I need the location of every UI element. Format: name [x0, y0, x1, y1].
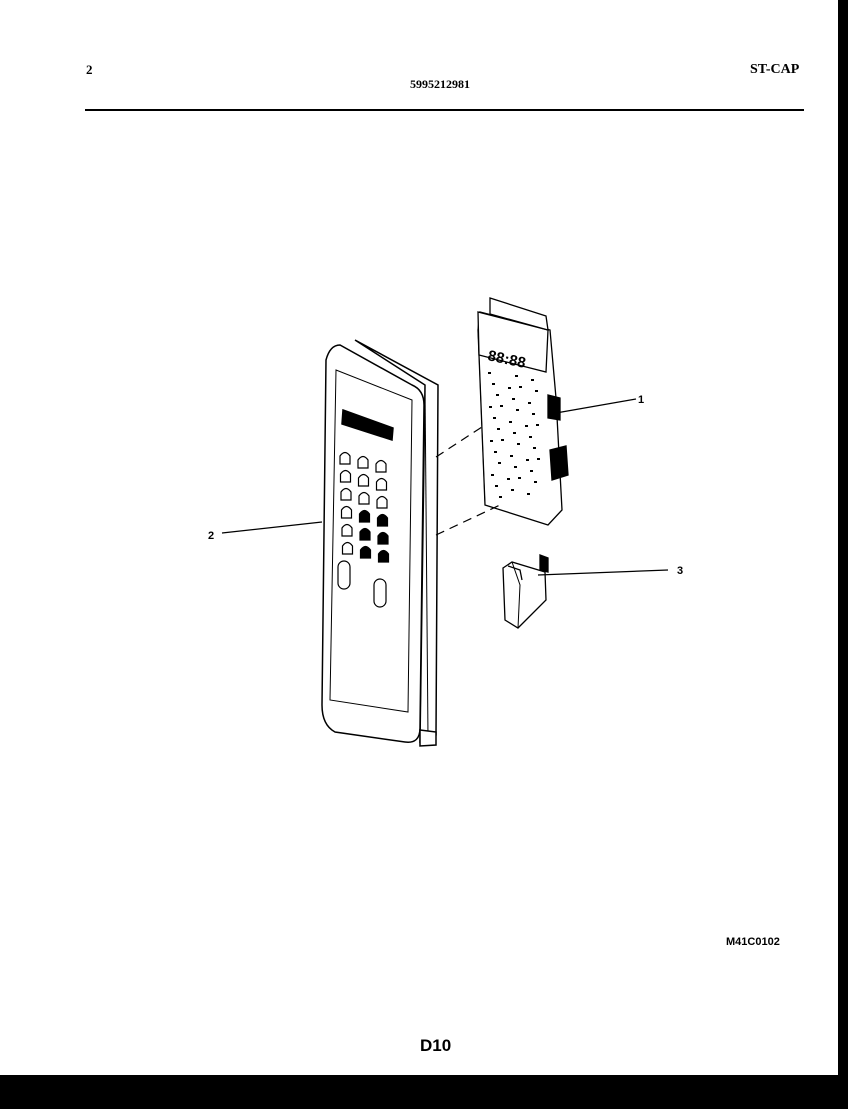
board-component	[498, 462, 501, 464]
board-component	[532, 413, 535, 415]
board-component	[515, 375, 518, 377]
keypad-button	[376, 495, 388, 509]
board-component	[514, 466, 517, 468]
callout-3-label: 3	[677, 565, 683, 577]
keypad-button	[375, 459, 387, 473]
board-component	[491, 474, 494, 476]
keypad-button	[340, 487, 352, 501]
circuit-board	[477, 297, 569, 526]
bracket	[502, 554, 549, 629]
board-component	[501, 439, 504, 441]
keypad-button	[358, 491, 370, 505]
board-component	[526, 459, 529, 461]
callout-leader-1	[555, 398, 637, 414]
alignment-lines	[435, 424, 501, 536]
page-code: D10	[420, 1036, 452, 1055]
board-component	[492, 383, 495, 385]
keypad-button	[357, 455, 369, 469]
header-rule	[85, 109, 804, 111]
scan-edge-right	[838, 0, 848, 1075]
board-component	[525, 425, 528, 427]
board-component	[529, 436, 532, 438]
board-component	[528, 402, 531, 404]
board-component	[536, 424, 539, 426]
board-component	[490, 440, 493, 442]
board-component	[499, 496, 502, 498]
control-panel	[321, 339, 439, 747]
keypad-buttons	[337, 451, 390, 608]
keypad-button	[357, 473, 370, 487]
model-code: ST-CAP	[750, 62, 800, 77]
board-component	[534, 481, 537, 483]
board-component	[493, 417, 496, 419]
keypad-button	[359, 545, 372, 559]
board-component	[512, 398, 515, 400]
keypad-button	[377, 531, 389, 545]
board-component	[517, 443, 520, 445]
board-component	[531, 379, 534, 381]
board-component	[489, 406, 492, 408]
board-component	[530, 470, 533, 472]
large-keypad-button	[337, 560, 351, 590]
board-component	[495, 485, 498, 487]
callout-1-label: 1	[638, 394, 644, 406]
board-component	[533, 447, 536, 449]
board-component	[497, 428, 500, 430]
callout-leader-3	[537, 569, 669, 576]
keypad-button	[375, 477, 388, 491]
keypad-button	[359, 527, 371, 541]
board-component	[516, 409, 519, 411]
drawing-code: M41C0102	[726, 936, 780, 948]
scan-edge-bottom	[0, 1075, 848, 1109]
board-component	[500, 405, 503, 407]
keypad-button	[340, 505, 353, 519]
board-component	[508, 387, 511, 389]
large-keypad-button	[373, 578, 387, 608]
board-component	[519, 386, 522, 388]
keypad-button	[339, 451, 351, 465]
board-component	[511, 489, 514, 491]
board-components	[488, 372, 540, 498]
page-number: 2	[86, 62, 93, 77]
board-component	[494, 451, 497, 453]
board-component	[518, 477, 521, 479]
board-component	[535, 390, 538, 392]
board-component	[537, 458, 540, 460]
keypad-button	[341, 523, 353, 537]
board-component	[510, 455, 513, 457]
keypad-button	[358, 509, 371, 523]
board-component	[488, 372, 491, 374]
keypad-button	[377, 549, 390, 563]
part-number: 5995212981	[410, 77, 470, 91]
callouts	[221, 398, 669, 576]
board-component	[496, 394, 499, 396]
board-component	[507, 478, 510, 480]
board-component	[513, 432, 516, 434]
callout-2-label: 2	[208, 530, 214, 542]
board-component	[509, 421, 512, 423]
keypad-button	[376, 513, 389, 527]
board-component	[527, 493, 530, 495]
keypad-button	[341, 541, 354, 555]
keypad-button	[339, 469, 352, 483]
callout-leader-2	[221, 521, 323, 534]
